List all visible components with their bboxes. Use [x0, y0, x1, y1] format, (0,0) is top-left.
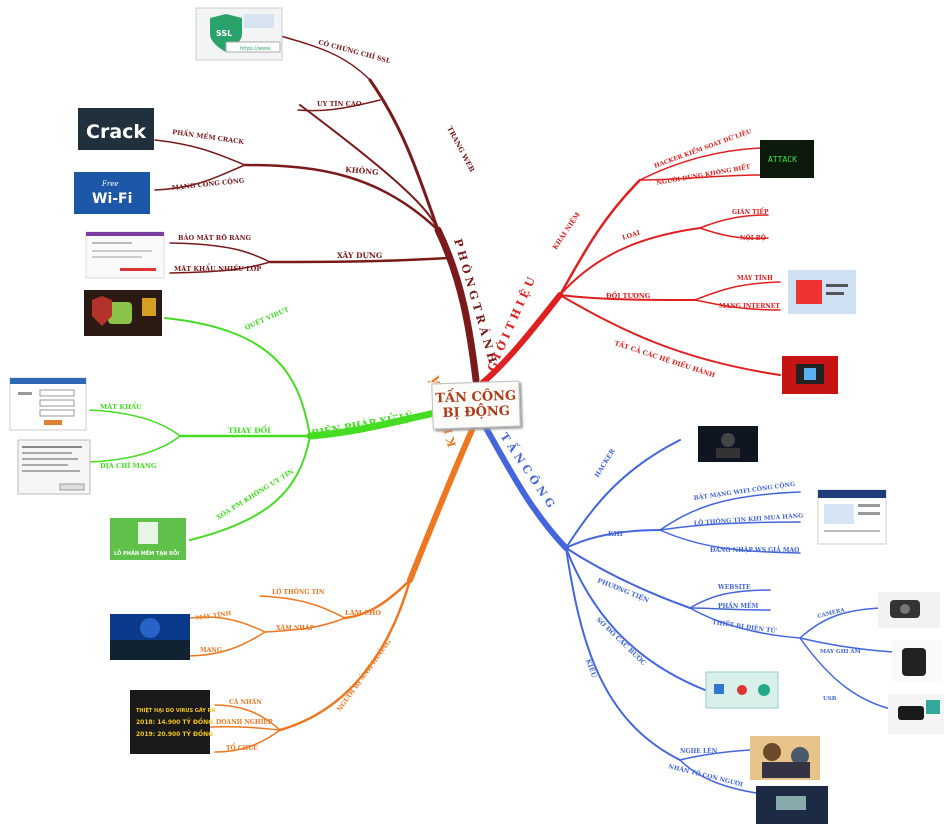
usb-device-image [888, 694, 944, 734]
stats-title: THIỆT HẠI DO VIRUS GÂY RA [136, 706, 216, 714]
camera-device-image [878, 592, 940, 628]
label-nguoi-bi-anh-huong: NGƯỜI BỊ ẢNH HƯỞNG [334, 636, 394, 713]
network-settings-image [17, 439, 91, 495]
label-khai-niem: KHÁI NIỆM [550, 210, 582, 251]
branch-gioi-thieu [477, 147, 781, 388]
recycle-bin-image: LỖ PHẦN MỀM TẬN RỖI [110, 518, 186, 560]
label-khi: KHI [608, 530, 623, 538]
https-text: https://www. [240, 46, 272, 52]
label-bien-phap: BIỆN PHÁP XỬ LÝ [310, 409, 414, 440]
os-laptop-image [782, 356, 838, 394]
label-gian-tiep: GIÁN TIẾP [732, 208, 769, 216]
label-kieu: KIỂU [584, 657, 601, 679]
recycle-caption: LỖ PHẦN MỀM TẬN RỖI [114, 548, 179, 557]
label-hacker-kiem-soat: HACKER KIỂM SOÁT DỮ LIỆU [653, 126, 754, 170]
wifi-image: Free Wi-Fi [74, 172, 150, 214]
wifi-free-text: Free [101, 180, 119, 188]
damage-stats-image: THIỆT HẠI DO VIRUS GÂY RA 2018: 14.900 T… [130, 690, 216, 754]
crack-text: Crack [86, 121, 146, 143]
branch-bien-phap [89, 317, 444, 541]
label-lam-cho: LÀM CHO [345, 608, 381, 617]
label-hacker: HACKER [593, 447, 617, 479]
central-topic: TẤN CÔNG BỊ ĐỘNG [431, 380, 521, 430]
label-mat-khau-nhieu-lop: MẬT KHẨU NHIỀU LỚP [174, 262, 261, 273]
label-so-do: SƠ ĐỒ CÁC BƯỚC [595, 614, 649, 667]
label-doanh-nghiep: DOANH NGHIỆP [216, 718, 273, 726]
crack-image: Crack [78, 108, 154, 150]
label-may-ghi-am: MÁY GHI ÂM [820, 648, 861, 655]
label-dang-nhap: ĐĂNG NHẬP WS GIẢ MẠO [710, 546, 799, 554]
label-lo-thong-tin-kq: LỘ THÔNG TIN [272, 588, 325, 596]
label-bat-mang: BẬT MẠNG WIFI CÔNG CỘNG [693, 480, 795, 502]
password-form-image [9, 377, 87, 431]
branch-ket-qua [189, 427, 475, 753]
phishing-page-image [817, 489, 887, 545]
label-ca-nhan: CÁ NHÂN [229, 699, 262, 706]
label-xay-dung: XÂY DỰNG [337, 251, 382, 260]
label-mang-kq: MẠNG [200, 647, 222, 654]
human-factor-image [756, 786, 828, 824]
label-uy-tin-cao: UY TÍN CAO [317, 99, 362, 108]
label-doi-tuong: ĐỐI TƯỢNG [606, 290, 651, 300]
label-khong: KHÔNG [345, 165, 379, 177]
global-network-image [110, 614, 190, 660]
voice-recorder-image [892, 640, 942, 682]
branch-phong-tranh [154, 29, 480, 384]
label-trang-web: TRANG WEB [445, 125, 477, 174]
label-noi-bo: NỘI BỘ [740, 234, 766, 242]
computer-virus-image [788, 270, 856, 314]
label-may-tinh-kq: MÁY TÍNH [195, 610, 232, 622]
label-co-chung-chi: CÓ CHỨNG CHỈ SSL [317, 36, 392, 65]
label-loai: LOẠI [621, 229, 641, 242]
label-quet-virut: QUÉT VIRUT [243, 304, 290, 332]
attack-text: ATTACK [768, 155, 797, 164]
label-usb: USB [823, 696, 837, 702]
attack-diagram-image [705, 671, 779, 709]
stats-2018: 2018: 14.900 TỶ ĐỒNG [136, 717, 213, 726]
attack-image: ATTACK [760, 140, 814, 178]
ssl-text: SSL [216, 29, 232, 38]
label-to-chuc: TỔ CHỨC [226, 743, 258, 752]
label-mat-khau: MẬT KHẨU [100, 400, 142, 411]
label-xam-nhap: XÂM NHẬP [276, 624, 315, 632]
label-thay-doi: THAY ĐỔI [228, 424, 271, 435]
eavesdrop-image [750, 736, 820, 780]
central-topic-line2: BỊ ĐỘNG [442, 403, 511, 422]
label-nhan-to: NHÂN TỐ CON NGƯỜI [668, 762, 744, 788]
ssl-image: SSL https://www. [195, 7, 283, 61]
label-may-tinh-gt: MÁY TÍNH [737, 275, 773, 282]
label-bao-mat: BẢO MẬT RÕ RÀNG [178, 232, 252, 242]
stats-2019: 2019: 20.900 TỶ ĐỒNG [136, 729, 213, 738]
security-settings-image [85, 231, 165, 279]
label-nghe-len: NGHE LÉN [680, 747, 718, 755]
label-phong-tranh: P H Ò N G T R Á N H [451, 237, 500, 364]
wifi-text: Wi-Fi [92, 191, 132, 207]
label-mang-cong-cong: MẠNG CÔNG CỘNG [171, 175, 245, 192]
label-dia-chi-mang: ĐỊA CHỈ MẠNG [100, 460, 157, 470]
label-thiet-bi: THIẾT BỊ ĐIỆN TỬ [712, 618, 778, 635]
label-mang-internet: MẠNG INTERNET [719, 303, 780, 310]
label-lo-thong-tin-mua: LỘ THÔNG TIN KHI MUA HÀNG [694, 511, 804, 527]
label-website: WEBSITE [717, 584, 751, 591]
label-phan-mem-crack: PHẦN MỀM CRACK [172, 126, 245, 146]
hacker-image [698, 426, 758, 462]
antivirus-image [84, 290, 162, 336]
label-phan-mem-tc: PHẦN MỀM [718, 601, 759, 610]
